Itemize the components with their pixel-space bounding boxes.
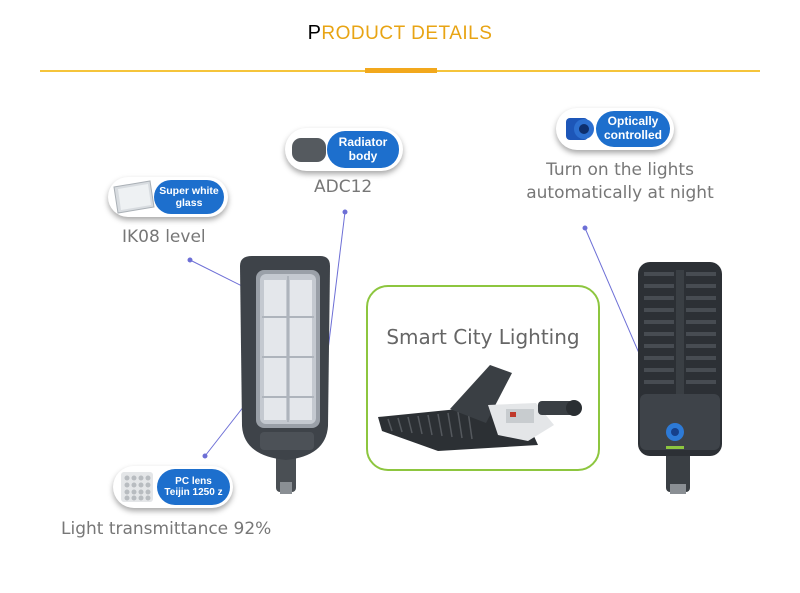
street-light-front-image — [240, 256, 330, 494]
badge-optical-line2: controlled — [603, 128, 662, 142]
caption-radiator: ADC12 — [314, 177, 373, 197]
caption-optical-line2: automatically at night — [526, 183, 714, 203]
glass-pane-icon — [113, 180, 155, 214]
photocell-sensor-icon — [566, 118, 594, 140]
street-light-open-image — [378, 365, 582, 451]
radiator-block-icon — [292, 138, 326, 162]
badge-optical-line1: Optically — [607, 114, 659, 129]
title-initial: P — [307, 22, 322, 44]
pointer-dot-radiator — [342, 209, 348, 215]
smart-city-lighting-panel: Smart City Lighting — [366, 285, 600, 471]
pointer-dot-optical — [582, 225, 588, 231]
title-rest: RODUCT DETAILS — [321, 23, 493, 44]
caption-lens: Light transmittance 92% — [61, 519, 272, 539]
badge-radiator: Radiator body — [285, 128, 403, 171]
badge-optical: Optically controlled — [556, 108, 674, 150]
street-light-back-image — [638, 262, 722, 494]
section-title: PRODUCT DETAILS — [0, 22, 800, 45]
badge-lens-line2: Teijin 1250 z — [164, 487, 223, 498]
smart-city-lighting-title: Smart City Lighting — [386, 325, 580, 349]
caption-glass: IK08 level — [122, 227, 206, 247]
caption-optical: Turn on the lights automatically at nigh… — [515, 159, 725, 205]
title-divider-accent — [365, 68, 437, 73]
badge-lens: PC lens Teijin 1250 z — [113, 466, 233, 508]
badge-glass-line1: Super white — [159, 184, 219, 197]
lens-array-icon — [121, 472, 153, 502]
badge-glass: Super white glass — [108, 177, 228, 217]
badge-glass-line2: glass — [175, 197, 203, 209]
badge-radiator-line2: body — [348, 148, 378, 163]
badge-radiator-line1: Radiator — [338, 134, 388, 149]
badge-lens-line1: PC lens — [175, 475, 212, 487]
pointer-dot-lens — [202, 453, 208, 459]
caption-optical-line1: Turn on the lights — [546, 160, 694, 180]
pointer-dot-glass — [187, 257, 193, 263]
